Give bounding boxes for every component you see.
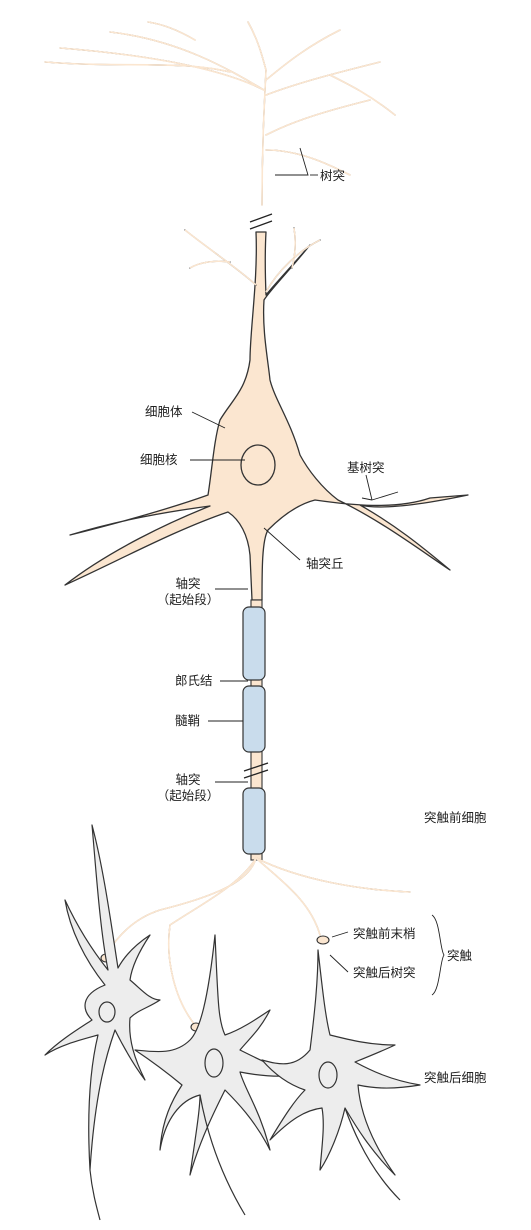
soma [64, 227, 469, 601]
apical-dendrites [44, 21, 396, 230]
label-synapse: 突触 [447, 948, 473, 963]
axon [242, 599, 269, 861]
label-postsynaptic-dendrite: 突触后树突 [353, 965, 416, 980]
label-postsynaptic-cell: 突触后细胞 [424, 1070, 487, 1085]
myelin-segment [242, 685, 266, 753]
label-dendrite: 树突 [320, 168, 346, 183]
label-axon-2-sub: （起始段） [156, 788, 220, 803]
label-axon-1: 轴突 [175, 576, 201, 591]
label-presynaptic-cell: 突触前细胞 [424, 810, 487, 825]
label-myelin-sheath: 髓鞘 [175, 713, 201, 728]
label-cell-body: 细胞体 [145, 404, 183, 419]
label-axon-2: 轴突 [175, 772, 201, 787]
myelin-segment [242, 787, 266, 855]
label-node-of-ranvier: 郎氏结 [175, 673, 213, 688]
label-axon-1-sub: （起始段） [156, 592, 220, 607]
label-basal-dendrite: 基树突 [347, 460, 385, 475]
nucleus-shape [240, 444, 276, 486]
myelin-segment [242, 606, 266, 681]
leader-lines [190, 147, 445, 996]
label-axon-hillock: 轴突丘 [306, 556, 344, 571]
postsynaptic-cells [44, 824, 421, 1221]
label-presynaptic-terminal: 突触前末梢 [353, 926, 416, 941]
label-nucleus: 细胞核 [140, 452, 178, 467]
